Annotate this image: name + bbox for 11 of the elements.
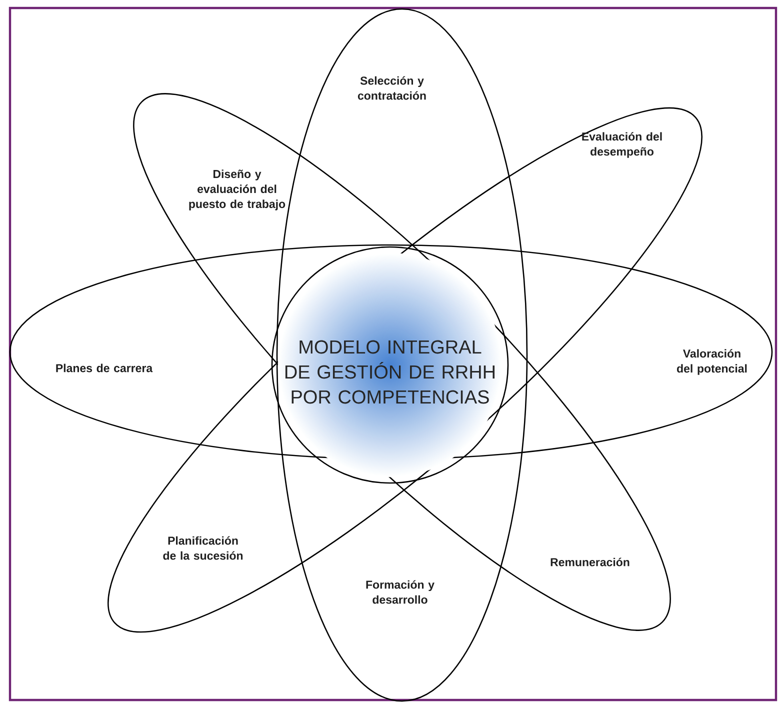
ring-label: Planes de carrera [56,364,153,372]
ring-label: Remuneración [550,558,630,566]
ring-label: Valoración del potencial [677,349,747,375]
ring-label: Formación y desarrollo [366,580,434,604]
center-title: MODELO INTEGRAL DE GESTIÓN DE RRHH POR COMPETENCIAS [285,340,495,404]
ring-label: Selección y contratación [358,76,426,100]
ring-label: Evaluación del desempeño [582,132,662,158]
ring-label: Diseño y evaluación del puesto de trabajo [189,170,286,210]
ring-label: Planificación de la sucesión [163,536,243,560]
ellipse-ring [9,244,773,460]
center-circle [271,246,509,484]
